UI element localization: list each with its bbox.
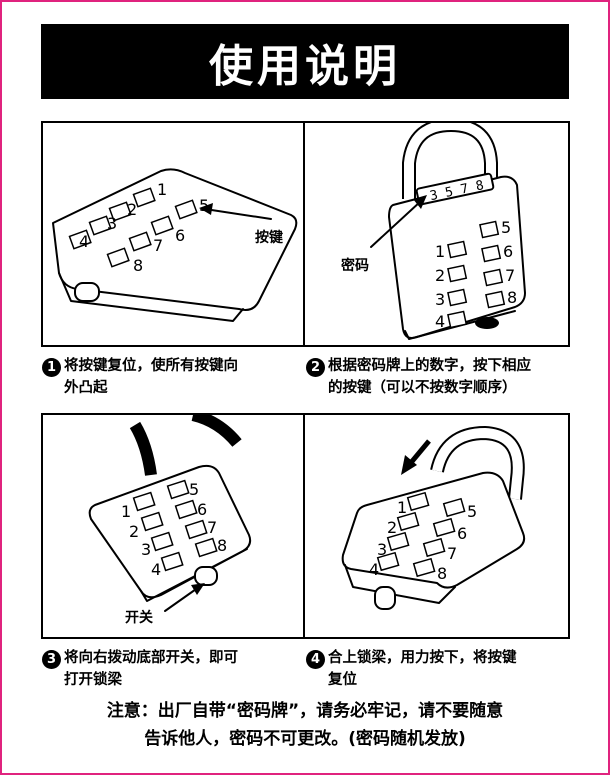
key-number: 3 bbox=[435, 290, 445, 309]
key-number: 5 bbox=[189, 480, 199, 499]
lock-illustration-2: 3 5 7 8 1 2 3 4 5 6 7 8 bbox=[370, 123, 526, 340]
lock-illustration-1: 1 2 3 4 5 6 7 8 bbox=[52, 129, 298, 322]
panel-step-3-illustration: 1 2 3 4 5 6 7 8 开关 bbox=[41, 413, 307, 639]
key-number: 5 bbox=[501, 218, 511, 237]
key-number: 5 bbox=[199, 196, 209, 215]
lock-illustration-4: 1 2 3 4 5 6 7 8 bbox=[341, 425, 526, 610]
label-code: 密码 bbox=[341, 258, 369, 274]
note-line-1: 注意：出厂自带“密码牌”，请务必牢记，请不要随意 bbox=[106, 701, 504, 721]
key-number: 4 bbox=[435, 312, 445, 331]
key-number: 3 bbox=[107, 214, 117, 233]
panel-step-4-illustration: 1 2 3 4 5 6 7 8 bbox=[303, 413, 570, 639]
key-number: 6 bbox=[457, 524, 467, 543]
step-number-badge: 3 bbox=[42, 650, 61, 669]
key-number: 8 bbox=[437, 564, 447, 583]
key-number: 2 bbox=[129, 522, 139, 541]
key-number: 1 bbox=[157, 180, 167, 199]
key-number: 6 bbox=[503, 242, 513, 261]
note-line-2: 告诉他人，密码不可更改。(密码随机发放) bbox=[144, 729, 466, 749]
key-number: 8 bbox=[217, 536, 227, 555]
key-number: 1 bbox=[397, 498, 407, 517]
key-number: 7 bbox=[207, 518, 217, 537]
key-number: 3 bbox=[141, 540, 151, 559]
panel-step-1-illustration: 1 2 3 4 5 6 7 8 按键 bbox=[41, 121, 307, 347]
key-number: 1 bbox=[435, 242, 445, 261]
step-number-badge: 2 bbox=[306, 358, 325, 377]
label-key: 按键 bbox=[255, 230, 283, 246]
key-number: 4 bbox=[79, 232, 89, 251]
page-title: 使用说明 bbox=[209, 40, 401, 92]
title-bar: 使用说明 bbox=[41, 24, 569, 99]
key-number: 8 bbox=[507, 288, 517, 307]
key-number: 2 bbox=[387, 518, 397, 537]
key-number: 4 bbox=[369, 560, 379, 579]
key-number: 1 bbox=[121, 502, 131, 521]
key-number: 4 bbox=[151, 560, 161, 579]
key-number: 6 bbox=[197, 500, 207, 519]
key-number: 8 bbox=[133, 256, 143, 275]
key-number: 5 bbox=[467, 502, 477, 521]
key-number: 7 bbox=[153, 236, 163, 255]
key-number: 2 bbox=[435, 266, 445, 285]
key-number: 6 bbox=[175, 226, 185, 245]
step-number-badge: 1 bbox=[42, 358, 61, 377]
key-number: 3 bbox=[377, 540, 387, 559]
key-number: 7 bbox=[505, 266, 515, 285]
key-number: 2 bbox=[127, 200, 137, 219]
label-switch: 开关 bbox=[125, 610, 153, 626]
step-number-badge: 4 bbox=[306, 650, 325, 669]
key-number: 7 bbox=[447, 544, 457, 563]
lock-illustration-3: 1 2 3 4 5 6 7 8 bbox=[88, 415, 252, 612]
panel-step-2-illustration: 3 5 7 8 1 2 3 4 5 6 7 8 密码 bbox=[303, 121, 570, 347]
